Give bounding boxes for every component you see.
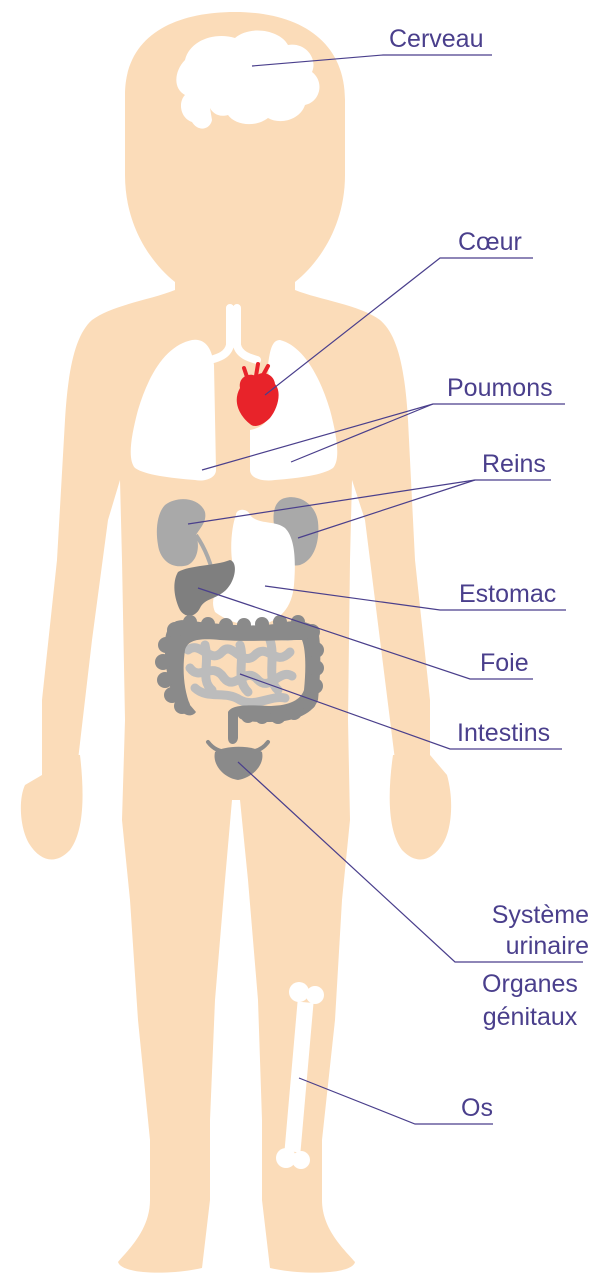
label-poumons: Poumons xyxy=(447,375,553,402)
torso xyxy=(42,290,430,1273)
label-intestins: Intestins xyxy=(457,720,550,747)
label-organes-genitaux-line1: Organes xyxy=(470,971,590,998)
label-reins: Reins xyxy=(482,451,546,478)
body-silhouette xyxy=(21,12,451,1273)
left-hand xyxy=(21,755,83,859)
label-systeme-urinaire-line2: urinaire xyxy=(470,933,589,960)
label-foie: Foie xyxy=(480,650,529,677)
label-cerveau: Cerveau xyxy=(389,26,484,53)
right-hand xyxy=(390,755,451,859)
label-organes-genitaux-line2: génitaux xyxy=(470,1004,590,1031)
label-systeme-urinaire-line1: Système xyxy=(470,902,589,929)
label-os: Os xyxy=(461,1095,493,1122)
label-coeur: Cœur xyxy=(458,229,522,256)
label-estomac: Estomac xyxy=(459,581,556,608)
